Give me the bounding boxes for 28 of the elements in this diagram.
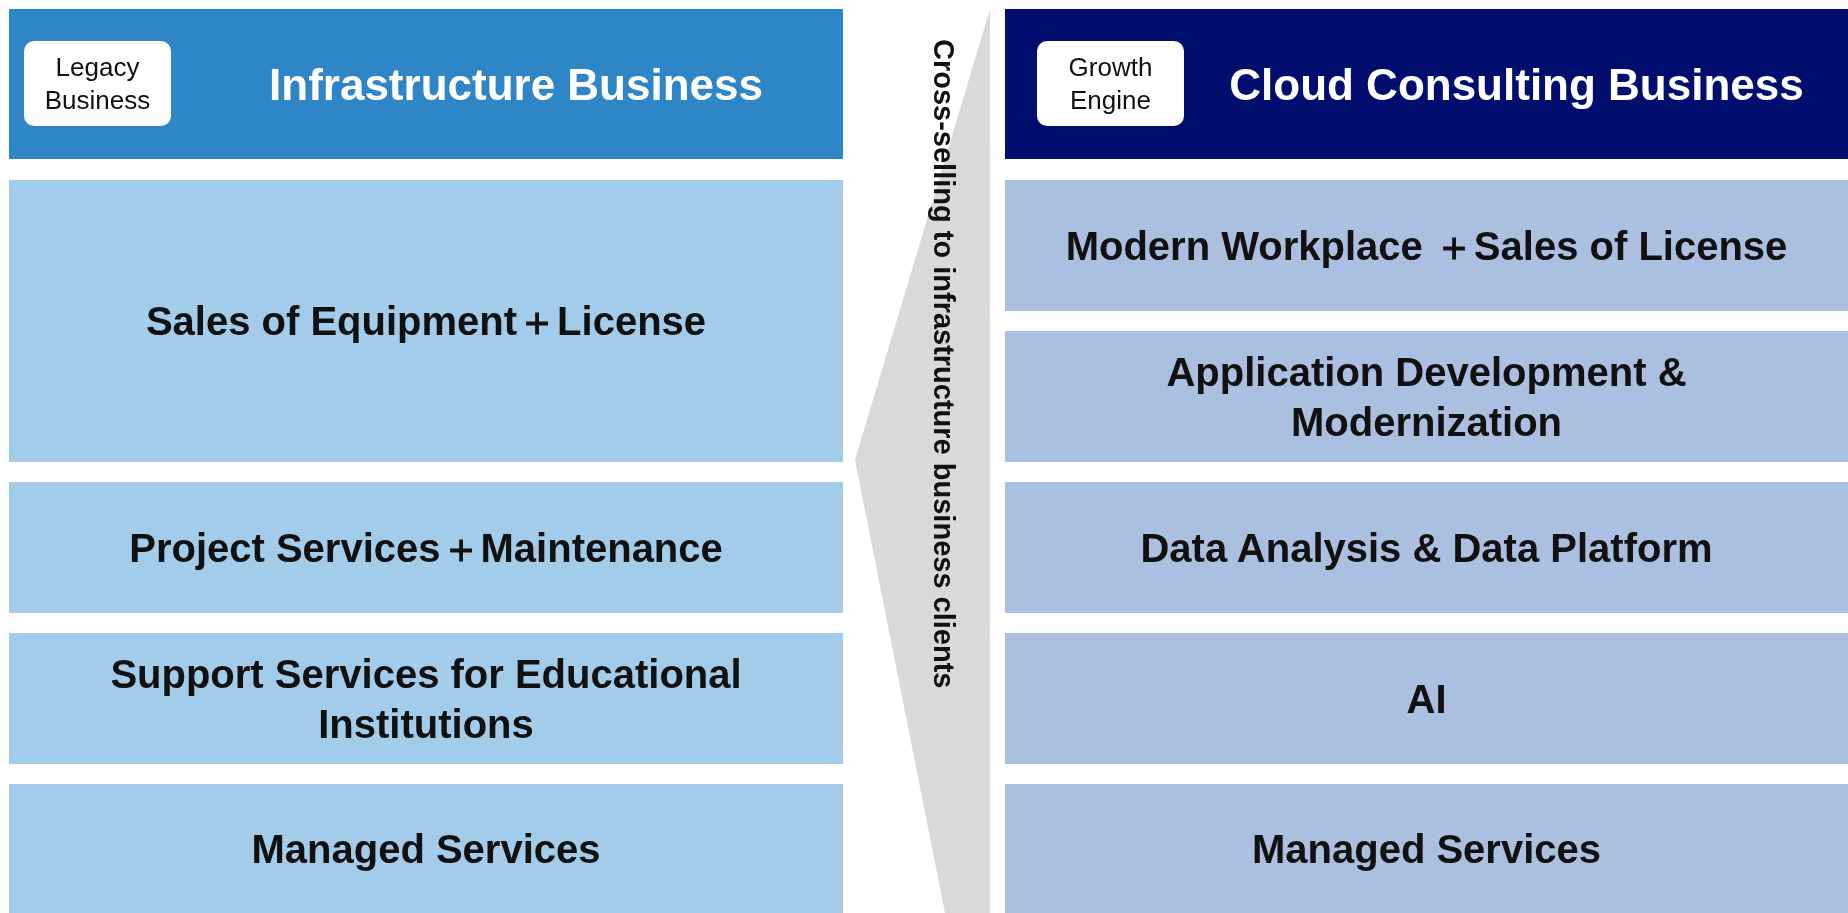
service-box (9, 482, 843, 613)
badge-label: Legacy Business (43, 51, 152, 116)
header-title: Cloud Consulting Business (1229, 58, 1804, 111)
service-label: Application Development & Modernization (1165, 348, 1688, 446)
service-box (9, 180, 843, 462)
service-label: Project Services＋Maintenance (129, 524, 723, 572)
service-box (9, 633, 843, 764)
chevron-arrow (855, 9, 990, 913)
badge-label: Growth Engine (1067, 51, 1154, 116)
badge (1037, 41, 1184, 126)
service-box (9, 784, 843, 913)
header-title: Infrastructure Business (269, 58, 763, 111)
service-label: Data Analysis & Data Platform (1140, 524, 1713, 572)
service-label: Managed Services (1251, 825, 1602, 873)
service-box (1005, 784, 1848, 913)
service-label: Sales of Equipment＋License (145, 298, 707, 345)
service-label: Support Services for Educational Institutions (109, 650, 743, 748)
header-banner (9, 9, 843, 159)
badge (24, 41, 171, 126)
service-label: Managed Services (251, 825, 601, 873)
service-label: Modern Workplace ＋Sales of License (1065, 222, 1788, 270)
header-banner (1005, 9, 1848, 159)
service-box (1005, 331, 1848, 462)
service-box (1005, 180, 1848, 311)
arrow-label: Cross-selling to infrastructure business clients (927, 39, 961, 689)
service-label: AI (1406, 675, 1447, 723)
service-box (1005, 633, 1848, 764)
service-box (1005, 482, 1848, 613)
